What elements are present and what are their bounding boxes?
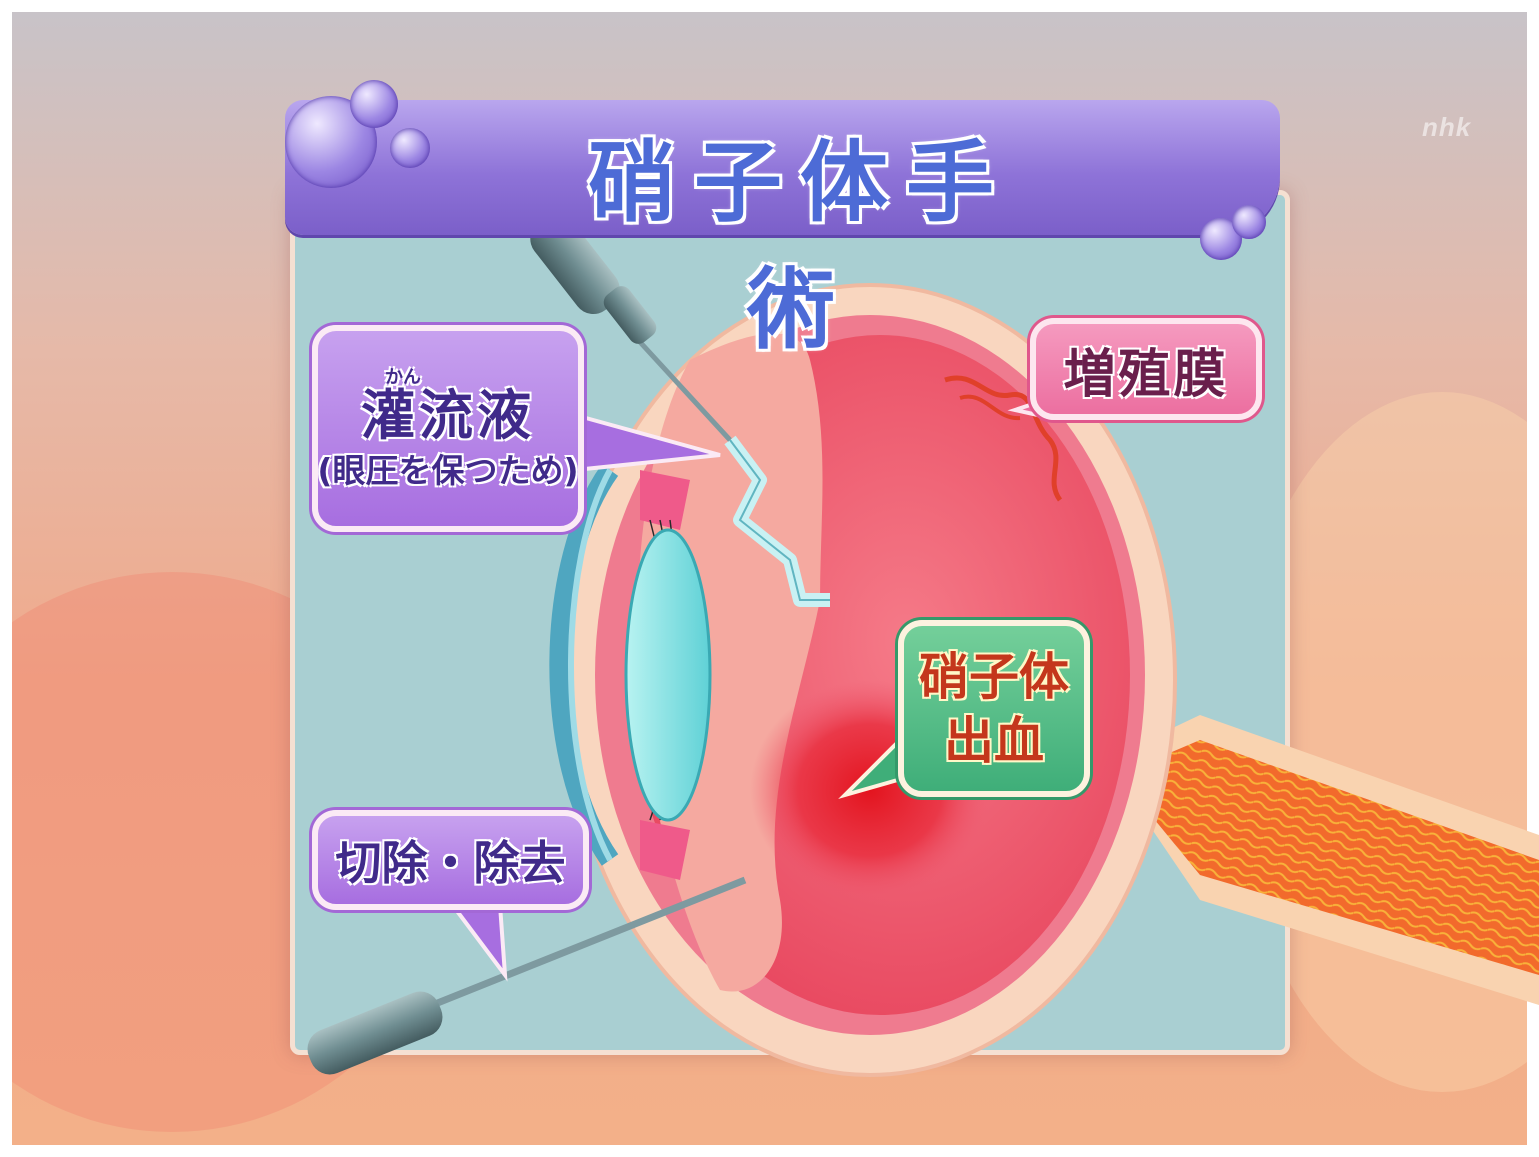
membrane-label: 増殖膜	[1063, 332, 1228, 407]
cut-remove-label: 切除・除去	[336, 827, 566, 893]
membrane-callout: 増殖膜	[1030, 318, 1262, 420]
hemorrhage-label-line1: 硝子体	[919, 645, 1069, 709]
cut-remove-callout: 切除・除去	[312, 810, 589, 910]
hemorrhage-callout: 硝子体 出血	[898, 620, 1090, 797]
banner-bubble-small	[390, 128, 430, 168]
irrigation-sublabel: (眼圧を保つため)	[317, 447, 578, 495]
irrigation-label: 灌流液	[361, 385, 535, 447]
page-title: 硝子体手術	[540, 112, 1060, 222]
lens	[626, 530, 710, 820]
hemorrhage-label-line2: 出血	[944, 709, 1044, 773]
banner-bubble-right-2	[1232, 205, 1266, 239]
banner-bubble-medium	[350, 80, 398, 128]
irrigation-callout: かん 灌流液 (眼圧を保つため)	[312, 325, 584, 532]
